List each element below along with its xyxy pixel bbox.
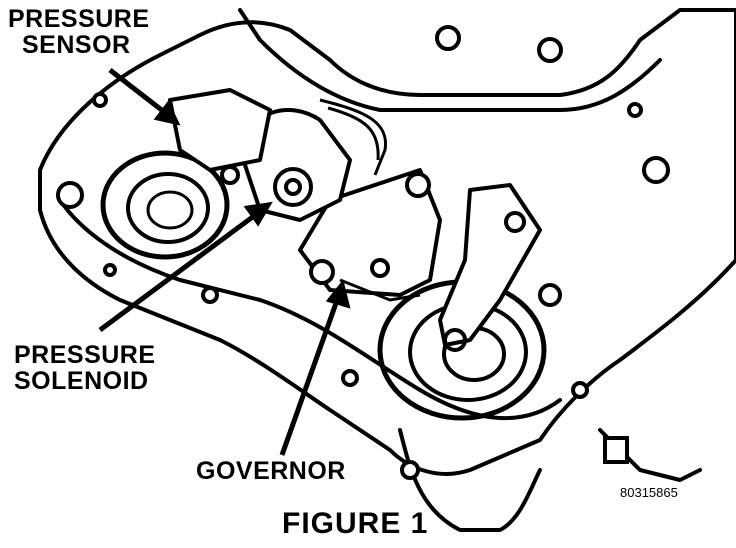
bolt-small-1 — [92, 92, 108, 108]
left-drum-inner — [146, 190, 194, 230]
nut-top-2 — [537, 37, 563, 63]
lever-pivot — [443, 328, 467, 352]
governor-label: GOVERNOR — [196, 457, 346, 485]
housing-rail-2 — [238, 8, 662, 112]
pressure-tube-2 — [327, 106, 380, 161]
square-nut-lower-right — [603, 436, 629, 464]
bolt-center — [405, 172, 431, 198]
figure-caption: FIGURE 1 — [282, 507, 429, 540]
left-drum-outer — [100, 150, 230, 260]
pressure-sensor-body — [168, 88, 272, 172]
nut-top-1 — [435, 25, 461, 51]
bolt-lower-right — [571, 381, 589, 399]
pressure-solenoid-arrow — [98, 207, 264, 333]
pressure-sensor-label-line1: PRESSURE — [8, 5, 150, 33]
governor-arrow — [279, 291, 343, 456]
bolt-small-2 — [627, 102, 643, 118]
pressure-sensor-label: PRESSURE SENSOR — [8, 6, 150, 59]
solenoid-center-dot — [284, 178, 302, 196]
pressure-solenoid-label-line2: SOLENOID — [14, 367, 149, 396]
bolt-lower-left — [201, 286, 219, 304]
solenoid-center-ring — [273, 167, 313, 207]
bolt-right-mid — [538, 283, 562, 307]
housing-outline — [38, 8, 736, 476]
governor-lever — [438, 183, 542, 347]
pressure-solenoid-label-line1: PRESSURE — [14, 341, 156, 369]
pressure-solenoid-label: PRESSURE SOLENOID — [14, 342, 156, 395]
pressure-tube-1 — [319, 98, 388, 176]
lever-bolt — [504, 211, 526, 233]
bolt-governor-lower — [309, 259, 335, 285]
housing-rail — [58, 198, 562, 421]
left-drum-mid — [126, 172, 210, 244]
bolt-small-3 — [103, 263, 117, 277]
bolt-governor-right — [370, 258, 390, 278]
bolt-lower-mid — [341, 369, 359, 387]
bolt-left — [56, 181, 84, 209]
bolt-bottom — [400, 460, 420, 480]
pressure-sensor-label-line2: SENSOR — [22, 31, 131, 60]
figure-code: 80315865 — [620, 485, 678, 500]
pressure-tube-3 — [339, 278, 421, 302]
bolt-sensor — [220, 165, 240, 185]
bolt-upper-right — [642, 156, 670, 184]
